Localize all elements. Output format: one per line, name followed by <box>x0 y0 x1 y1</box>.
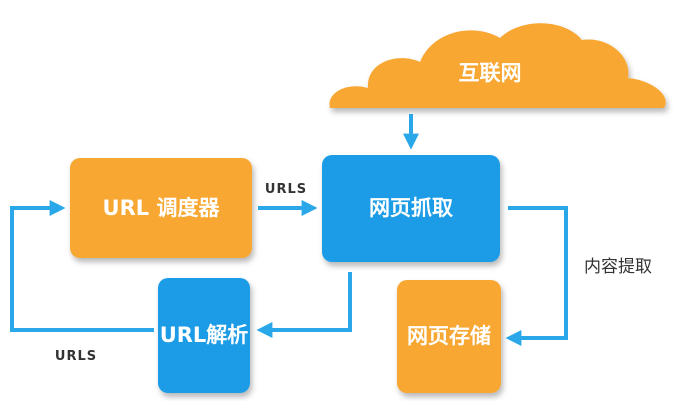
edge-label-scheduler-to-fetch: URLS <box>265 182 307 197</box>
page-store-node <box>397 280 501 393</box>
arrow-parse-to-scheduler <box>10 200 154 332</box>
internet-label: 互联网 <box>459 61 522 85</box>
edge-label-parse-to-scheduler: URLS <box>55 349 97 364</box>
internet-cloud <box>329 23 666 109</box>
cloud-shape <box>329 23 666 109</box>
page-store-label: 网页存储 <box>407 324 491 348</box>
page-fetch-label: 网页抓取 <box>369 196 453 220</box>
edge-label-fetch-to-store: 内容提取 <box>584 257 652 277</box>
arrow-fetch-to-parse <box>256 272 352 338</box>
page-fetch-node <box>322 155 500 262</box>
arrow-fetch-to-store <box>505 206 568 346</box>
url-parse-label: URL解析 <box>160 323 249 347</box>
url-parse-node <box>158 278 250 393</box>
url-scheduler-node <box>70 158 252 258</box>
url-scheduler-label: URL 调度器 <box>103 196 221 220</box>
